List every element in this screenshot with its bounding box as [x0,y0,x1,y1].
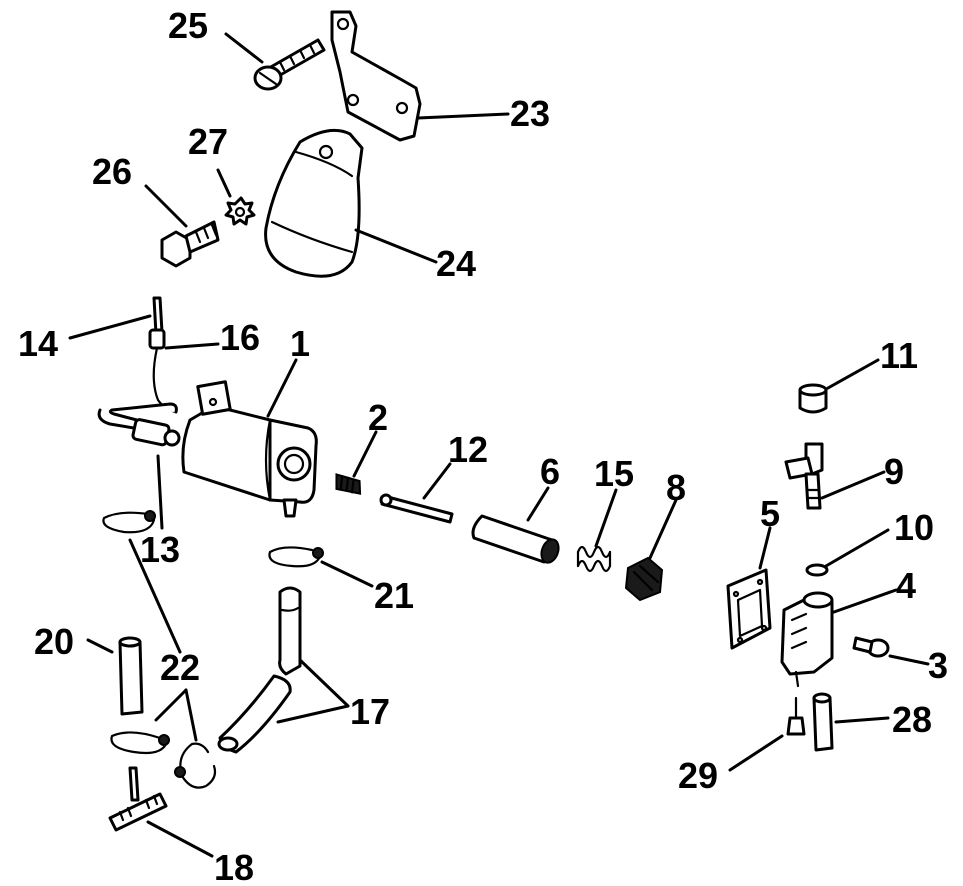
part-28-pin [812,692,834,752]
callout-15: 15 [594,453,634,494]
leader-4 [832,588,898,614]
leader-26 [144,184,188,228]
leader-6 [526,486,550,522]
callout-27: 27 [188,121,228,162]
part-2-spring [335,473,362,495]
leader-27 [216,168,232,198]
callout-26: 26 [92,151,132,192]
part-22-clamp-a [110,731,170,755]
callout-1: 1 [290,323,310,364]
callout-16: 16 [220,317,260,358]
leader-25 [224,32,264,64]
part-14-16-wire [148,296,178,414]
callout-labels: 25 23 27 26 24 14 16 1 11 2 12 6 15 8 9 … [18,5,948,886]
leader-20 [86,638,114,654]
callout-11: 11 [880,335,918,376]
leader-24 [354,228,438,264]
leader-16 [164,342,220,350]
callout-9: 9 [884,451,904,492]
leader-5 [758,526,772,570]
part-10-o-ring [805,563,829,577]
part-26-bolt [160,220,220,268]
part-21-clamp [268,546,324,568]
leader-17b [276,704,350,724]
part-15-spring [576,545,612,573]
leader-12 [422,462,452,500]
callout-4: 4 [896,565,916,606]
leader-18 [146,820,214,858]
part-6-plunger [471,514,560,564]
callout-28: 28 [892,699,932,740]
part-25-screw [253,38,326,91]
leader-29 [728,734,784,772]
callout-22: 22 [160,647,200,688]
callout-13: 13 [140,529,180,570]
callout-10: 10 [894,507,934,548]
leader-10 [824,528,890,568]
part-3-screw [852,636,890,658]
leader-23 [416,112,510,120]
part-29-nozzle [786,696,806,736]
callout-8: 8 [666,467,686,508]
leader-22b [154,688,188,722]
leader-22c [184,688,198,742]
callout-3: 3 [928,645,948,686]
part-8-nut [624,556,664,602]
leader-11 [826,358,880,390]
leader-15 [594,488,618,548]
callout-23: 23 [510,93,550,134]
part-22-clamp-b [174,742,217,789]
leader-lines [68,32,930,858]
callout-5: 5 [760,493,780,534]
leader-28 [834,716,890,724]
leader-1 [266,358,298,418]
part-13-clamp [102,510,156,534]
leader-9 [820,470,886,500]
callout-20: 20 [34,621,74,662]
callout-18: 18 [214,847,254,886]
leader-3 [888,654,930,666]
callout-2: 2 [368,397,388,438]
part-18-tee [108,766,168,832]
callout-21: 21 [374,575,414,616]
leader-22a [128,538,182,654]
part-5-gasket [726,568,772,650]
part-9-fitting [784,442,824,510]
callout-29: 29 [678,755,718,796]
leader-14 [68,314,152,340]
part-17-hose-lower [217,674,292,754]
callout-24: 24 [436,243,476,284]
part-12-pin [379,493,454,524]
part-20-hose [118,636,144,716]
leader-2 [352,430,378,478]
callout-25: 25 [168,5,208,46]
leader-13 [156,454,164,530]
part-11-cap [798,383,828,414]
callout-17: 17 [350,691,390,732]
part-24-clamp [264,128,364,278]
part-4-valve-body [780,591,834,688]
callout-14: 14 [18,323,58,364]
leader-17a [298,658,350,708]
part-23-bracket [330,10,422,142]
leader-8 [648,498,678,560]
leader-21 [320,560,374,588]
callout-12: 12 [448,429,488,470]
part-1-solenoid [97,380,318,518]
part-27-washer [224,196,256,226]
part-17-hose-upper [278,586,302,676]
callout-6: 6 [540,451,560,492]
